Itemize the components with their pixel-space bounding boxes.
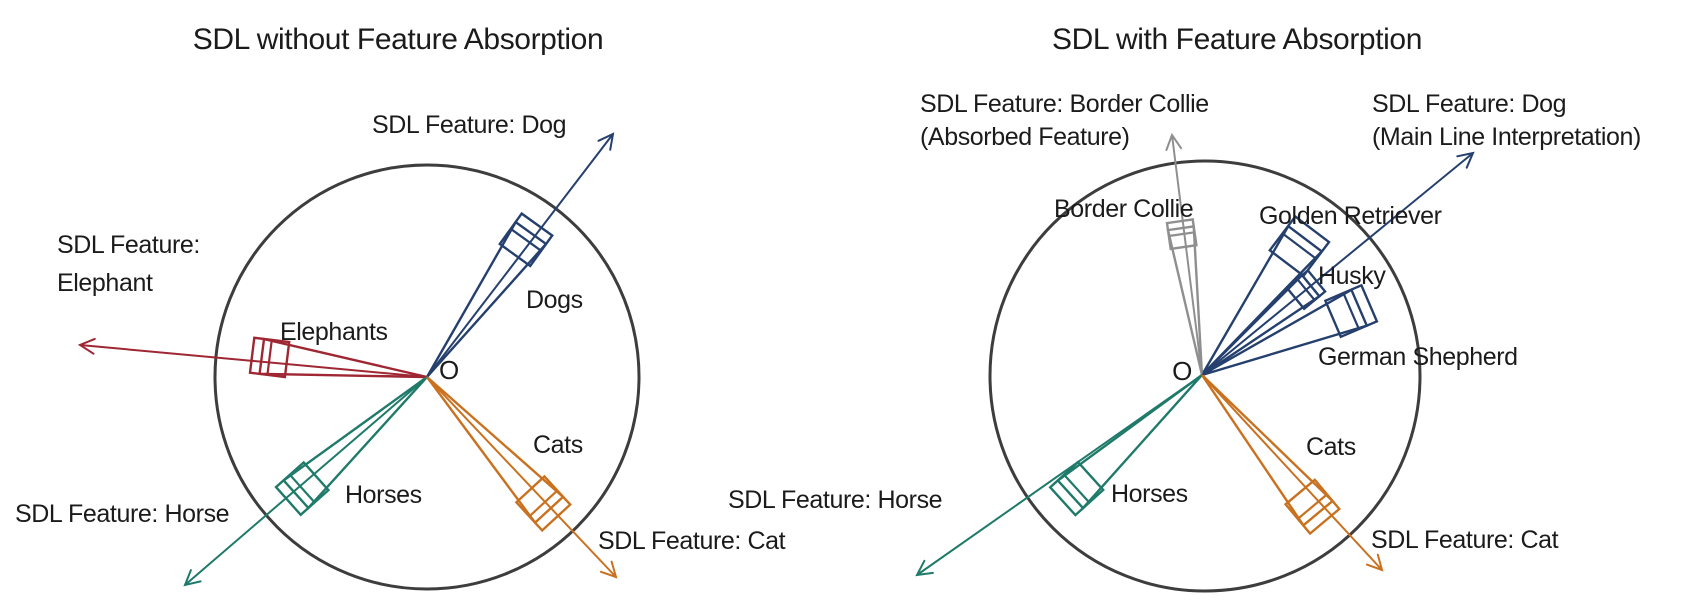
right-title: SDL with Feature Absorption (1052, 23, 1422, 56)
cone-triangle (1201, 288, 1369, 377)
arrow-shaft (426, 376, 617, 578)
cone-triangle (1056, 374, 1203, 510)
right-cone-golden-retriever (1200, 214, 1331, 376)
cone-triangle (1201, 374, 1335, 528)
cone-box-crossbar (266, 339, 273, 376)
cone-box (1283, 478, 1341, 536)
arrow-shaft (1201, 374, 1383, 571)
cone-box-crossbar (1168, 231, 1195, 238)
cone-triangle (258, 337, 428, 379)
cone-triangle (1166, 225, 1204, 376)
right-arrow-border-collie (1165, 132, 1203, 376)
cone-triangle (1200, 224, 1324, 376)
right-label-feature-cat: SDL Feature: Cat (1371, 526, 1559, 554)
cone-box (498, 211, 554, 268)
left-arrow-horse (183, 376, 428, 587)
right-origin-label: O (1172, 356, 1192, 386)
right-circle (988, 159, 1422, 593)
arrow-shaft (79, 344, 428, 378)
arrowhead (77, 337, 96, 355)
cone-box-crossbar (288, 473, 316, 504)
cone-box-crossbar (1297, 493, 1328, 520)
cone-box-crossbar (1342, 292, 1360, 330)
right-label-cone-german-shepherd: German Shepherd (1318, 343, 1518, 371)
right-arrow-dog-main (1201, 151, 1475, 376)
left-arrow-cat (426, 376, 618, 579)
left-label-feature-elephant-1: SDL Feature: (57, 231, 200, 259)
right-cone-cats (1201, 374, 1341, 536)
cone-box (274, 460, 331, 517)
arrowhead (1456, 151, 1475, 169)
arrow-shaft (1171, 134, 1203, 376)
left-origin-label: O (439, 355, 459, 385)
arrowhead (183, 569, 202, 587)
left-arrow-elephant (77, 337, 428, 378)
left-label-cone-horses: Horses (345, 481, 422, 509)
arrow-shaft (426, 133, 614, 378)
arrowhead (1365, 553, 1384, 572)
cone-box (1268, 214, 1331, 278)
left-label-feature-cat: SDL Feature: Cat (598, 527, 786, 555)
arrow-shaft (916, 374, 1203, 576)
left-label-feature-horse: SDL Feature: Horse (15, 500, 229, 528)
right-label-cone-golden-retriever: Golden Retriever (1259, 202, 1442, 230)
cone-box-crossbar (510, 227, 542, 252)
cone-box-crossbar (528, 489, 559, 518)
right-label-cone-border-collie: Border Collie (1054, 195, 1193, 223)
left-cone-horses (274, 376, 428, 517)
right-label-cone-cats: Cats (1306, 433, 1356, 461)
arrowhead (597, 132, 615, 151)
arrowhead (1165, 132, 1183, 151)
right-label-feature-border-collie-1: SDL Feature: Border Collie (920, 90, 1209, 118)
right-panel: O SDL Feature: Border Collie (Absorbed Fea… (728, 23, 1641, 593)
left-arrow-dog (426, 132, 615, 378)
right-label-cone-husky: Husky (1318, 262, 1386, 290)
left-label-cone-cats: Cats (533, 431, 583, 459)
cone-box (514, 474, 572, 533)
cone-triangle (426, 376, 565, 525)
arrow-shaft (1201, 152, 1474, 376)
left-label-feature-dog: SDL Feature: Dog (372, 111, 566, 139)
right-label-feature-horse: SDL Feature: Horse (728, 486, 942, 514)
cone-box (1323, 283, 1379, 339)
right-arrow-horse (915, 374, 1203, 577)
cone-triangle (425, 220, 548, 378)
right-label-feature-dog-2: (Main Line Interpretation) (1372, 123, 1641, 151)
left-title: SDL without Feature Absorption (193, 23, 603, 56)
right-cone-border-collie (1165, 218, 1204, 376)
cone-box (1048, 460, 1105, 517)
left-label-feature-elephant-2: Elephant (57, 269, 153, 297)
left-cone-cats (426, 376, 572, 533)
right-label-feature-dog-1: SDL Feature: Dog (1372, 90, 1566, 118)
right-label-feature-border-collie-2: (Absorbed Feature) (920, 123, 1130, 151)
right-label-cone-horses: Horses (1111, 480, 1188, 508)
right-arrow-cat (1201, 374, 1384, 572)
cone-box-crossbar (1063, 473, 1091, 504)
cone-box (1165, 218, 1198, 251)
arrowhead (915, 559, 934, 577)
right-cone-german-shepherd (1201, 283, 1379, 377)
cone-box-crossbar (1281, 232, 1317, 260)
left-label-cone-dogs: Dogs (526, 286, 583, 314)
cone-triangle (281, 376, 428, 510)
cone-box (1285, 268, 1327, 311)
right-cone-horses (1048, 374, 1203, 517)
left-circle (213, 163, 641, 591)
left-cone-dogs (425, 211, 554, 378)
left-label-cone-elephants: Elephants (280, 318, 388, 346)
arrowhead (599, 560, 618, 579)
arrow-shaft (184, 376, 428, 586)
